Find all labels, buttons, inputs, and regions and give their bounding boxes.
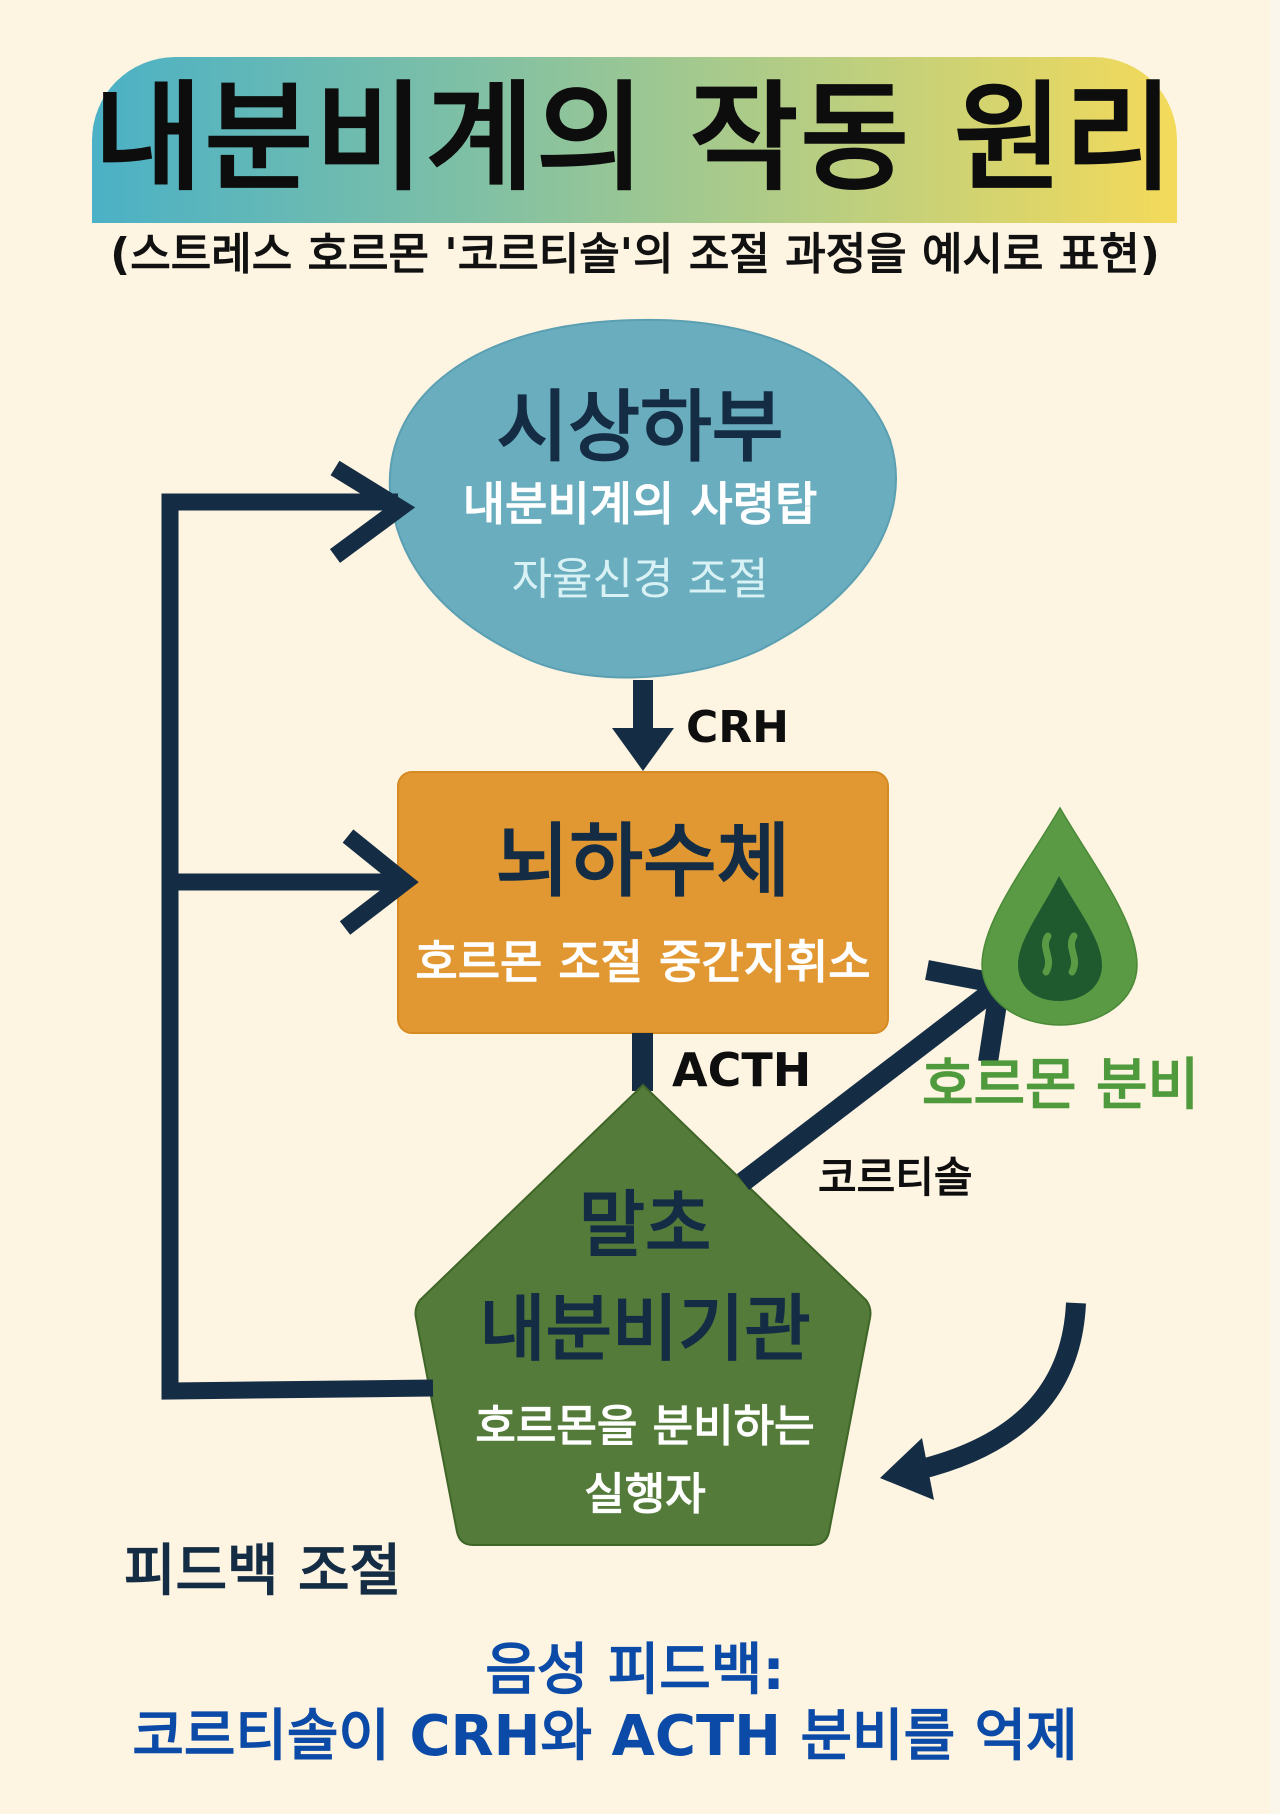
hypothalamus-function: 자율신경 조절	[511, 554, 769, 605]
cortisol-label: 코르티솔	[818, 1153, 973, 1202]
acth-connector	[632, 1033, 653, 1091]
crh-arrow	[612, 680, 674, 771]
page-edge	[1270, 0, 1280, 1814]
feedback-arrowhead-pituitary	[339, 829, 419, 935]
peripheral-title-line1: 말초	[578, 1183, 712, 1267]
pituitary-role: 호르몬 조절 중간지휘소	[415, 935, 871, 989]
hypothalamus-node	[388, 318, 897, 679]
title-banner	[92, 57, 1177, 223]
peripheral-title-line2: 내분비기관	[479, 1287, 811, 1371]
curved-return-arrow	[880, 1302, 1086, 1500]
peripheral-role-line2: 실행자	[584, 1469, 706, 1520]
feedback-arrowhead-hypothalamus	[329, 460, 416, 563]
crh-label: CRH	[686, 702, 789, 753]
acth-label: ACTH	[672, 1043, 812, 1097]
hormone-secretion-label: 호르몬 분비	[922, 1053, 1200, 1118]
hypothalamus-title: 시상하부	[496, 383, 784, 473]
page-subtitle: (스트레스 호르몬 '코르티솔'의 조절 과정을 예시로 표현)	[110, 229, 1160, 280]
feedback-loop	[161, 493, 434, 1400]
peripheral-role-line1: 호르몬을 분비하는	[475, 1401, 815, 1452]
negative-feedback-description: 코르티솔이 CRH와 ACTH 분비를 억제	[132, 1704, 1078, 1769]
peripheral-gland-node	[414, 1083, 872, 1546]
feedback-label: 피드백 조절	[124, 1539, 402, 1604]
hormone-drop-icon	[981, 806, 1138, 1026]
negative-feedback-title: 음성 피드백:	[485, 1638, 785, 1703]
page-title: 내분비계의 작동 원리	[93, 69, 1176, 207]
hypothalamus-role: 내분비계의 사령탑	[462, 477, 818, 531]
pituitary-title: 뇌하수체	[495, 815, 791, 908]
